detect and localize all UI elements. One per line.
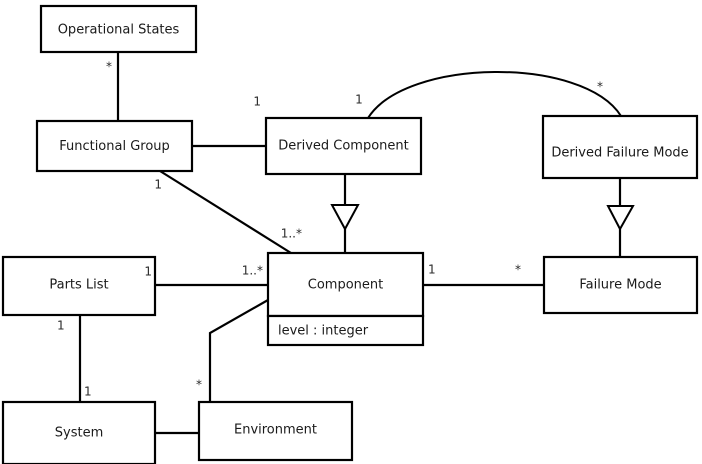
class-box-operational-states[interactable]: Operational States <box>39 4 198 54</box>
multiplicity-component-failure-mode: 1 <box>428 263 436 277</box>
class-box-derived-failure-mode-rect <box>541 114 699 180</box>
class-box-operational-states-rect <box>39 4 198 54</box>
multiplicity-failure-mode-component: * <box>515 263 521 277</box>
class-box-functional-group[interactable]: Functional Group <box>35 119 194 173</box>
generalization-arrow-derived-component <box>330 204 360 232</box>
class-box-component-attributes-rect <box>266 314 425 347</box>
class-name-parts-list: Parts List <box>49 278 108 293</box>
class-name-system: System <box>55 426 103 441</box>
multiplicity-functional-group-derived-component: 1 <box>253 95 261 109</box>
class-name-component: Component <box>308 278 383 293</box>
multiplicity-parts-list-component-far: 1..* <box>242 264 263 278</box>
class-box-component[interactable]: Component level : integer <box>266 251 425 347</box>
class-name-derived-failure-mode: Derived Failure Mode <box>551 146 688 161</box>
class-box-system-rect <box>1 400 157 464</box>
class-box-functional-group-rect <box>35 119 194 173</box>
class-box-derived-component[interactable]: Derived Component <box>264 116 423 176</box>
multiplicity-environment-component: * <box>196 378 202 392</box>
class-box-failure-mode[interactable]: Failure Mode <box>542 255 699 315</box>
link-component-environment <box>208 299 269 402</box>
multiplicity-operational-states-functional-group: * <box>106 60 112 74</box>
multiplicity-parts-list-component: 1 <box>144 265 152 279</box>
class-name-derived-component: Derived Component <box>278 139 409 154</box>
class-box-environment[interactable]: Environment <box>197 400 354 462</box>
class-name-environment: Environment <box>234 423 317 438</box>
class-box-system[interactable]: System <box>1 400 157 464</box>
class-attribute-component-level: level : integer <box>278 324 369 339</box>
multiplicity-functional-group-component: 1 <box>154 178 162 192</box>
class-box-failure-mode-rect <box>542 255 699 315</box>
multiplicity-derived-failure-mode-curve: * <box>597 80 603 94</box>
link-functional-group-component <box>159 170 292 254</box>
multiplicity-derived-component-curve: 1 <box>355 93 363 107</box>
class-box-derived-failure-mode[interactable]: Derived Failure Mode <box>541 114 699 180</box>
generalization-arrow-derived-failure-mode <box>606 205 635 232</box>
class-box-environment-rect <box>197 400 354 462</box>
class-box-derived-component-rect <box>264 116 423 176</box>
multiplicity-functional-group-component-far: 1..* <box>281 227 302 241</box>
class-box-component-rect <box>266 251 425 318</box>
link-derived-component-derived-failure-mode <box>367 71 622 119</box>
multiplicity-system-parts-list: 1 <box>84 385 92 399</box>
class-name-operational-states: Operational States <box>58 23 180 38</box>
class-name-failure-mode: Failure Mode <box>579 278 661 293</box>
class-box-parts-list[interactable]: Parts List <box>1 255 157 317</box>
class-name-functional-group: Functional Group <box>59 139 170 154</box>
multiplicity-parts-list-system: 1 <box>57 319 65 333</box>
class-box-parts-list-rect <box>1 255 157 317</box>
